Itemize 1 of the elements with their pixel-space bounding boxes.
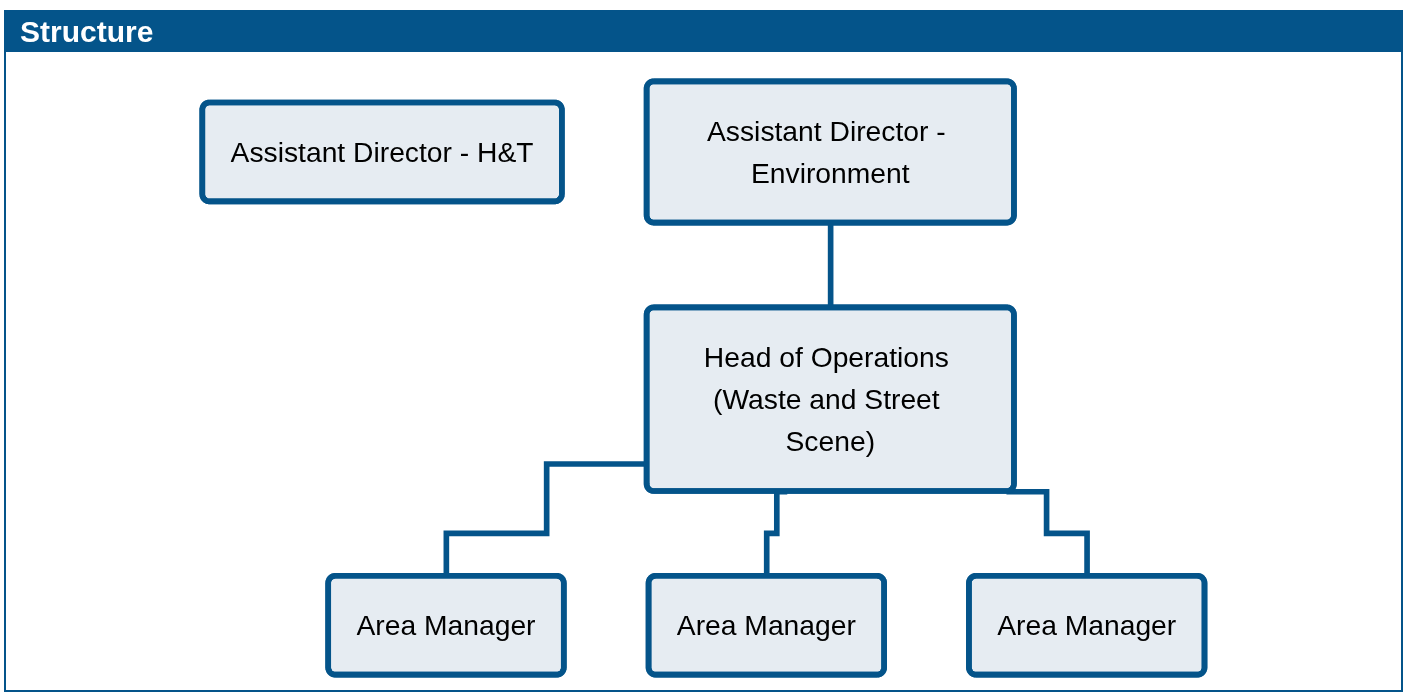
title-bar: Structure (6, 12, 1401, 52)
